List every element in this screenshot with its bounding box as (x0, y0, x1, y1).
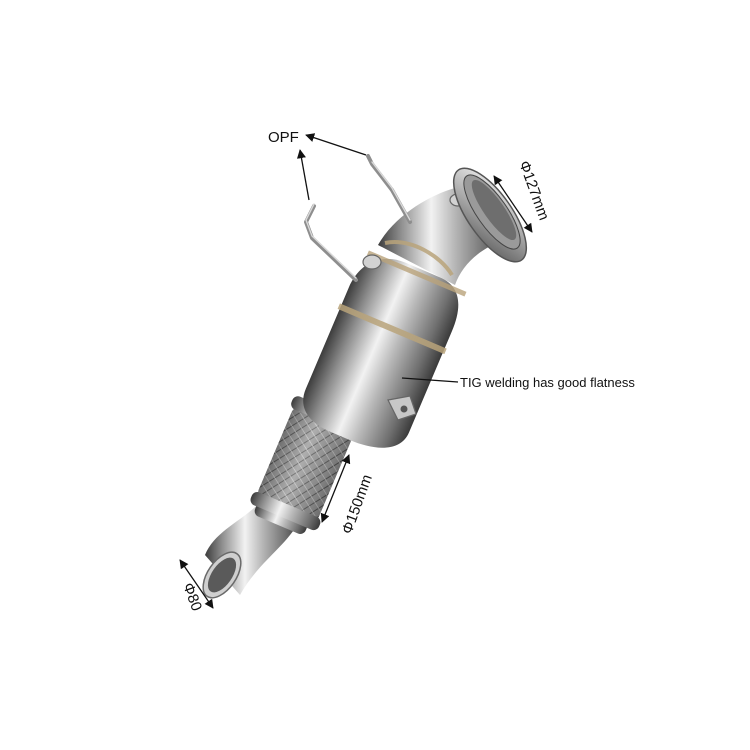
d127-label: Φ127mm (515, 159, 552, 223)
mounting-bracket (387, 395, 417, 421)
opf-arrow-left (296, 149, 310, 201)
d80-label: Φ80 (179, 581, 205, 614)
annotations (179, 133, 533, 609)
opf-wires (304, 154, 412, 282)
opf-arrow-right (305, 133, 367, 156)
cat-body (303, 250, 467, 448)
opf-label: OPF (268, 129, 299, 146)
tig-pointer (401, 377, 459, 383)
d80-dimension-line (179, 559, 214, 609)
d150-label: Φ150mm (339, 472, 376, 536)
d127-dimension-line (493, 175, 533, 233)
weld-seam (337, 303, 447, 355)
d150-dimension-line (320, 454, 351, 523)
downpipe (202, 154, 528, 599)
tig-label: TIG welding has good flatness (460, 375, 635, 390)
